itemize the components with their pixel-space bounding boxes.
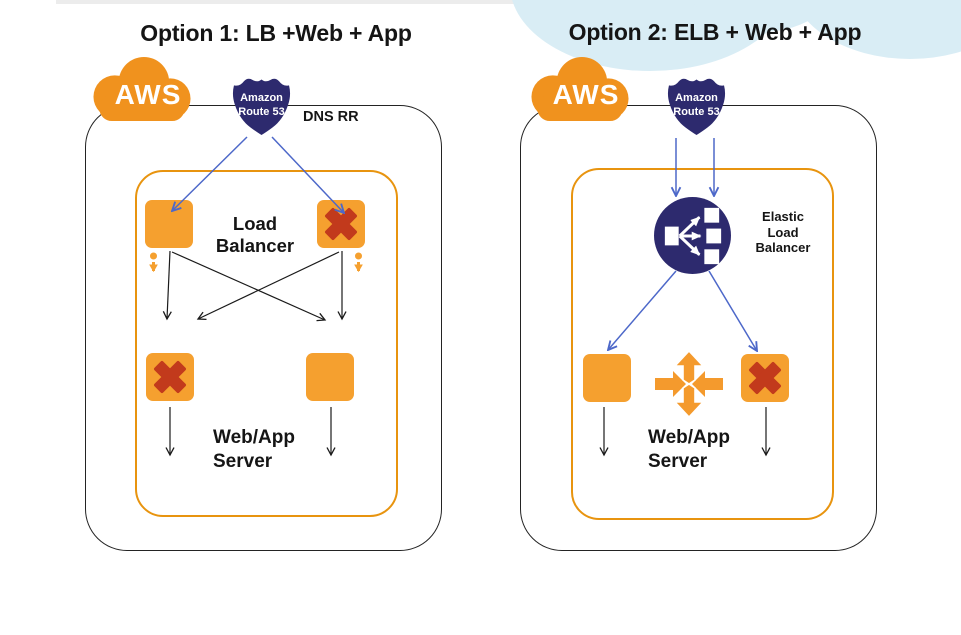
top-edge-strip — [56, 0, 706, 4]
aws-cloud-icon — [93, 56, 191, 122]
option1-title: Option 1: LB +Web + App — [140, 20, 412, 46]
lb-node-healthy — [145, 200, 193, 248]
autoscaling-arrows-icon — [655, 351, 723, 417]
route53-badge-icon — [232, 78, 291, 136]
failed-x-icon — [325, 208, 357, 240]
aws-label: AWS — [552, 79, 620, 110]
option2-title: Option 2: ELB + Web + App — [568, 19, 862, 45]
load-balancer-label: Load Balancer — [215, 213, 295, 256]
webapp-server-label: Web/App Server — [648, 427, 730, 472]
elb-label: Elastic Load Balancer — [755, 209, 811, 255]
route53-label-line1: Amazon — [240, 92, 283, 104]
option1-vpc-boundary — [135, 170, 398, 517]
dns-rr-label: DNS RR — [303, 109, 359, 125]
server-node-healthy — [583, 354, 631, 402]
server-node-failed — [146, 353, 194, 401]
route53-label-line2: Route 53 — [238, 106, 285, 118]
aws-label: AWS — [114, 79, 182, 110]
failed-x-icon — [154, 361, 186, 393]
lb-node-failed — [317, 200, 365, 248]
elastic-load-balancer-icon — [654, 197, 731, 274]
failed-x-icon — [749, 362, 781, 394]
server-node-failed — [741, 354, 789, 402]
option2-vpc-boundary — [571, 168, 834, 520]
webapp-server-label: Web/App Server — [213, 427, 295, 472]
route53-label-line1: Amazon — [675, 92, 718, 104]
aws-cloud-icon — [531, 56, 629, 122]
server-node-healthy — [306, 353, 354, 401]
sky-clouds-decoration — [512, 0, 961, 71]
route53-label-line2: Route 53 — [673, 106, 720, 118]
route53-badge-icon — [667, 78, 726, 136]
